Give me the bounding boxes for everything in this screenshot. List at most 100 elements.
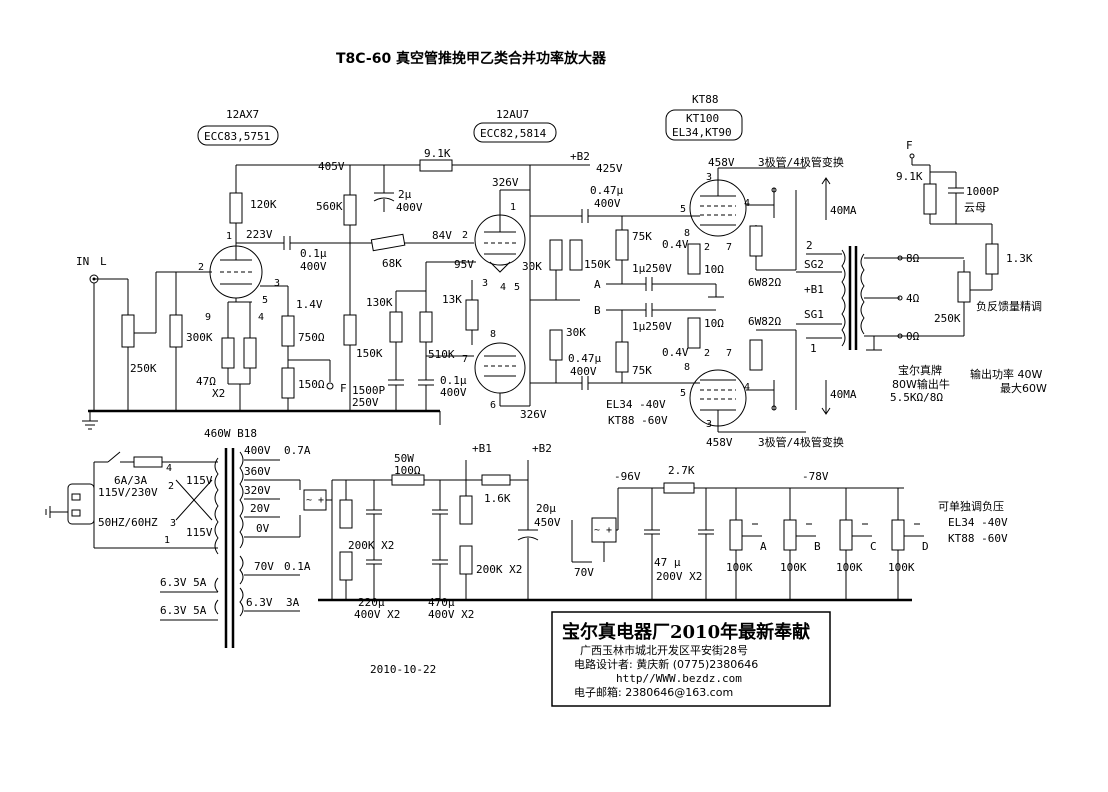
v2-alt: ECC82,5814 — [480, 127, 547, 140]
b2-label: +B2 — [570, 150, 590, 163]
bias-kt88-label: KT88 -60V — [948, 532, 1008, 545]
c47-label: 47 μ — [654, 556, 681, 569]
bias-pot-letter-2: C — [870, 540, 877, 553]
c220-v-label: 400V X2 — [354, 608, 400, 621]
c47-v-label: 200V X2 — [656, 570, 702, 583]
v326b-label: 326V — [520, 408, 547, 421]
mains-label: 115V/230V — [98, 486, 158, 499]
c01-v-label: 400V — [300, 260, 327, 273]
bias-pot-letter-0: A — [760, 540, 767, 553]
r91k-label: 9.1K — [424, 147, 451, 160]
r13k-b-label: 13K — [442, 293, 462, 306]
factory-name: 宝尔真电器厂2010年最新奉献 — [562, 621, 810, 643]
pin3-v3a: 3 — [706, 172, 712, 183]
mica-label: 云母 — [964, 201, 986, 214]
p2-label: 2 — [806, 239, 813, 252]
pin8-v2: 8 — [490, 329, 496, 340]
v3-alt2: EL34,KT90 — [672, 126, 732, 139]
pin2-v3a: 2 — [704, 242, 710, 253]
pin2-v2: 2 — [462, 230, 468, 241]
r91k-fb-label: 9.1K — [896, 170, 923, 183]
r10b-label: 10Ω — [704, 317, 724, 330]
xfmr-label: 460W B18 — [204, 427, 257, 440]
c047-label: 0.47μ — [590, 184, 623, 197]
b1-ot-label: +B1 — [804, 283, 824, 296]
s07-label: 0.7A — [284, 444, 311, 457]
pin5-v2: 5 — [514, 282, 520, 293]
bias-title-label: 可单独调负压 — [938, 499, 1004, 513]
xfmr-w-label: 80W输出牛 — [892, 377, 950, 391]
c047b-label: 0.47μ — [568, 352, 601, 365]
pin9-v1: 9 — [205, 312, 211, 323]
b-label: B — [594, 304, 601, 317]
r250k-label: 250K — [130, 362, 157, 375]
c1u250a-label: 1μ250V — [632, 262, 672, 275]
r130k-label: 130K — [366, 296, 393, 309]
date-label: 2010-10-22 — [370, 663, 436, 676]
fb-adj-label: 负反馈量精调 — [976, 299, 1042, 313]
pin4-pt: 4 — [166, 463, 172, 474]
r250k-fb-label: 250K — [934, 312, 961, 325]
bridge-sym-a: ~ + — [306, 495, 324, 506]
v78-label: -78V — [802, 470, 829, 483]
bias-el34-label: EL34 -40V — [948, 516, 1008, 529]
pin6-v2: 6 — [490, 400, 496, 411]
v14-label: 1.4V — [296, 298, 323, 311]
pin7-v3b: 7 — [726, 348, 732, 359]
kt88-label: KT88 -60V — [608, 414, 668, 427]
c1500p-label: 1500P — [352, 384, 385, 397]
r150k-b-label: 150K — [356, 347, 383, 360]
s3a-label: 3A — [286, 596, 300, 609]
fuse-label: 6A/3A — [114, 474, 147, 487]
page-title: T8C-60 真空管推挽甲乙类合并功率放大器 — [336, 50, 607, 67]
pin2-v1: 2 — [198, 262, 204, 273]
r10a-label: 10Ω — [704, 263, 724, 276]
v458a-label: 458V — [708, 156, 735, 169]
c047-v-label: 400V — [594, 197, 621, 210]
r75kb-label: 75K — [632, 364, 652, 377]
c220-label: 220μ — [358, 596, 385, 609]
c1u250b-label: 1μ250V — [632, 320, 672, 333]
v04b-label: 0.4V — [662, 346, 689, 359]
c01b-v-label: 400V — [440, 386, 467, 399]
v1-name: 12AX7 — [226, 108, 259, 121]
freq-label: 50HZ/60HZ — [98, 516, 158, 529]
r150k-label: 150K — [584, 258, 611, 271]
bias-pot-letter-1: B — [814, 540, 821, 553]
pin7-v2: 7 — [462, 354, 468, 365]
c470-label: 470μ — [428, 596, 455, 609]
switch-top-label: 3极管/4极管变换 — [758, 155, 844, 169]
r300k-label: 300K — [186, 331, 213, 344]
v1-alt: ECC83,5751 — [204, 130, 270, 143]
r150-label: 150Ω — [298, 378, 325, 391]
bias-pot-2 — [839, 519, 853, 551]
sg1-label: SG1 — [804, 308, 824, 321]
r510k-label: 510K — [428, 348, 455, 361]
s63b-label: 6.3V 5A — [160, 604, 207, 617]
v95-label: 95V — [454, 258, 474, 271]
s320-label: 320V — [244, 484, 271, 497]
v3-name: KT88 — [692, 93, 719, 106]
c2u-label: 2μ — [398, 188, 412, 201]
c047b-v-label: 400V — [570, 365, 597, 378]
s63c-label: 6.3V — [246, 596, 273, 609]
v96-label: -96V — [614, 470, 641, 483]
r200k-b-label: 200K X2 — [476, 563, 522, 576]
s0-label: 0V — [256, 522, 270, 535]
c470-v-label: 400V X2 — [428, 608, 474, 621]
v84-label: 84V — [432, 229, 452, 242]
pin2-pt: 2 — [168, 481, 174, 492]
b2-psu-label: +B2 — [532, 442, 552, 455]
v405-label: 405V — [318, 160, 345, 173]
r47-label: 47Ω — [196, 375, 216, 388]
v2-name: 12AU7 — [496, 108, 529, 121]
pin5-v1: 5 — [262, 295, 268, 306]
c20u-label: 20μ — [536, 502, 556, 515]
w682b-label: 6W82Ω — [748, 315, 781, 328]
c1500p-v-label: 250V — [352, 396, 379, 409]
v458b-label: 458V — [706, 436, 733, 449]
v425-label: 425V — [596, 162, 623, 175]
ma40b-label: 40MA — [830, 388, 857, 401]
channel-label: L — [100, 255, 107, 268]
c01b-label: 0.1μ — [440, 374, 467, 387]
